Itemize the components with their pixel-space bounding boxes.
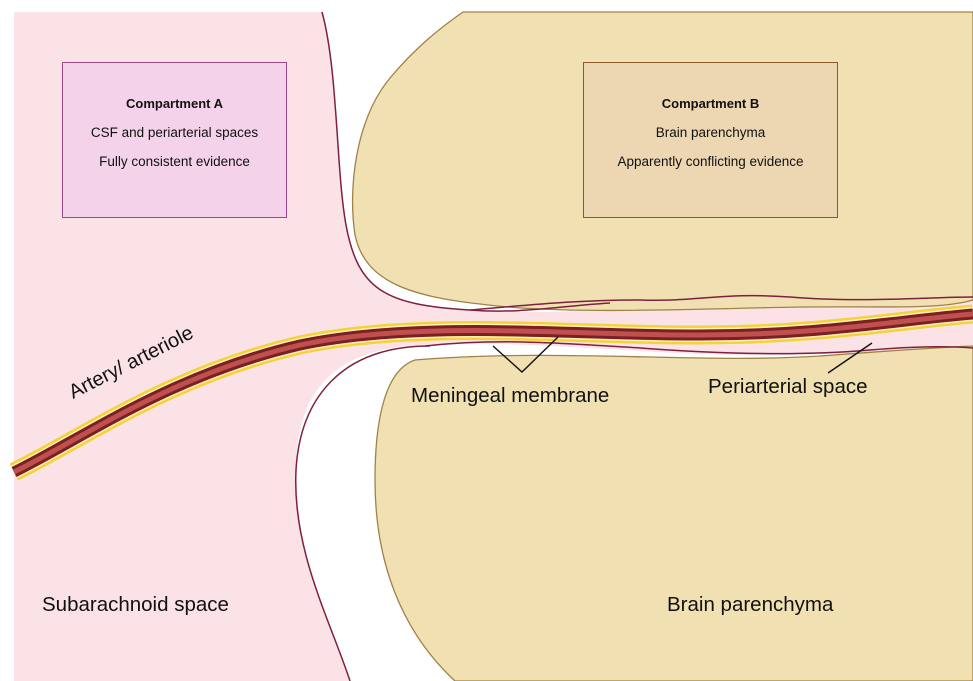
compartment-b-box: Compartment B Brain parenchyma Apparentl… (583, 62, 838, 218)
compartment-a-title: Compartment A (125, 96, 224, 111)
meningeal-membrane-leader (492, 336, 559, 373)
meningeal-membrane-label: Meningeal membrane (411, 384, 609, 407)
subarachnoid-space-label: Subarachnoid space (42, 593, 229, 616)
periarterial-membrane-lower (424, 341, 973, 355)
compartment-b-title: Compartment B (661, 96, 760, 111)
brain-parenchyma-label: Brain parenchyma (667, 593, 834, 616)
periarterial-space-leader (827, 342, 873, 374)
periarterial-membrane-upper (469, 294, 973, 311)
meningeal-membrane-lower-left (294, 345, 431, 681)
compartment-b-line1: Brain parenchyma (655, 125, 766, 140)
compartment-a-line1: CSF and periarterial spaces (90, 125, 259, 140)
meningeal-membrane-upper-left (321, 11, 611, 312)
periarterial-space-label: Periarterial space (708, 375, 868, 398)
compartment-b-line2: Apparently conflicting evidence (617, 154, 804, 169)
brain-parenchyma-lower-region (374, 345, 973, 681)
artery-vessel (9, 304, 973, 481)
compartment-a-box: Compartment A CSF and periarterial space… (62, 62, 287, 218)
compartment-a-line2: Fully consistent evidence (99, 154, 250, 169)
